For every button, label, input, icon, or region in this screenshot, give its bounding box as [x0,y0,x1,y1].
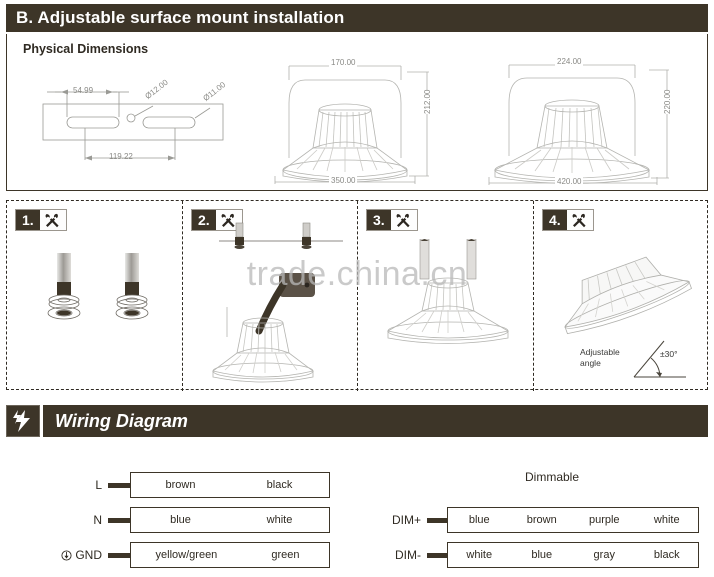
step-1-bolt-left [43,253,85,325]
angle-indicator-icon [630,339,692,383]
wire-stub [427,552,447,558]
section-b-header: Wiring Diagram [6,405,708,437]
wire-row-gnd: GND yellow/green green [40,542,330,568]
adjustable-angle-line1: Adjustable [580,347,620,357]
tools-icon [390,210,417,230]
bracket-span-label: 119.22 [109,152,133,161]
install-step-3: 3. [358,201,534,391]
wire-values-n: blue white [130,507,330,533]
install-step-4: 4. [534,201,709,391]
lamp-small-diameter-label: 350.00 [329,176,358,185]
step-2-ceiling-mount [183,211,358,391]
lamp-large-bracket-width-label: 224.00 [555,57,584,66]
step-1-number: 1. [16,210,40,230]
wire-value: white [266,514,293,526]
physical-dimensions-title: Physical Dimensions [23,42,149,56]
step-3-number: 3. [367,210,391,230]
wire-value: blue [531,549,553,561]
wire-values-dim-minus: white blue gray black [447,542,699,568]
wiring-diagram-area: L brown black N blue white GND [0,450,714,577]
wire-label-gnd: GND [40,548,102,562]
section-b-title-bar: Wiring Diagram [43,405,708,437]
earth-ground-icon [61,549,72,561]
step-1-badge: 1. [15,209,67,231]
bracket-drawing: 54.99 Ø12.00 Ø11.00 119.22 [25,60,240,180]
wire-value: blue [170,514,191,526]
wire-stub [427,517,447,523]
dimmable-title: Dimmable [525,470,580,484]
bracket-slot-width-label: 54.99 [73,86,94,95]
wire-label-n: N [93,513,102,527]
install-step-1: 1. [7,201,183,391]
wire-value: black [266,479,293,491]
step-2-badge: 2. [191,209,243,231]
wire-value: green [271,549,300,561]
lamp-small-drawing: 170.00 212.00 350.00 [257,48,447,188]
wire-label-dim-plus: DIM+ [391,513,421,527]
wire-stub [108,482,130,488]
section-a-header: B. Adjustable surface mount installation [6,4,708,32]
wire-row-l: L brown black [60,472,330,498]
wire-values-dim-plus: blue brown purple white [447,507,699,533]
wire-value: brown [165,479,196,491]
adjustable-angle-label: Adjustable angle [580,347,620,368]
wire-value: yellow/green [155,549,218,561]
lamp-large-height-label: 220.00 [663,89,672,114]
wire-label-l: L [95,478,102,492]
wire-row-dim-minus: DIM- white blue gray black [383,542,699,568]
wire-stub [108,517,130,523]
step-3-installed-lamp [372,239,522,369]
wire-value: white [653,514,680,526]
tools-icon [39,210,66,230]
adjustable-angle-line2: angle [580,357,601,368]
tools-icon [566,210,593,230]
wire-value: blue [468,514,490,526]
wire-values-l: brown black [130,472,330,498]
wire-row-n: N blue white [60,507,330,533]
tools-icon [215,210,242,230]
gnd-text: GND [75,548,102,562]
lamp-large-diameter-label: 420.00 [555,177,584,186]
section-b-title: Wiring Diagram [55,410,188,431]
step-4-number: 4. [543,210,567,230]
lamp-small-height-label: 212.00 [423,89,432,114]
step-4-tilted-lamp [540,241,708,351]
section-a-title: B. Adjustable surface mount installation [16,8,345,27]
lightning-bolt-icon [6,405,40,437]
step-4-badge: 4. [542,209,594,231]
wire-label-dim-minus: DIM- [395,548,421,562]
install-step-2: 2. [183,201,358,391]
wire-stub [108,552,130,558]
installation-steps-panel: 1. [6,200,709,391]
lamp-large-drawing: 224.00 220.00 420.00 [467,48,697,188]
wire-values-gnd: yellow/green green [130,542,330,568]
wire-value: gray [593,549,615,561]
wire-value: black [653,549,680,561]
step-2-number: 2. [192,210,216,230]
lamp-small-bracket-width-label: 170.00 [329,58,358,67]
wire-value: brown [526,514,557,526]
angle-value-label: ±30° [660,349,678,359]
step-1-bolt-right [111,253,153,325]
wire-value: white [466,549,493,561]
wire-value: purple [588,514,620,526]
step-3-badge: 3. [366,209,418,231]
wire-row-dim-plus: DIM+ blue brown purple white [383,507,699,533]
physical-dimensions-panel: Physical Dimensions [6,34,708,191]
